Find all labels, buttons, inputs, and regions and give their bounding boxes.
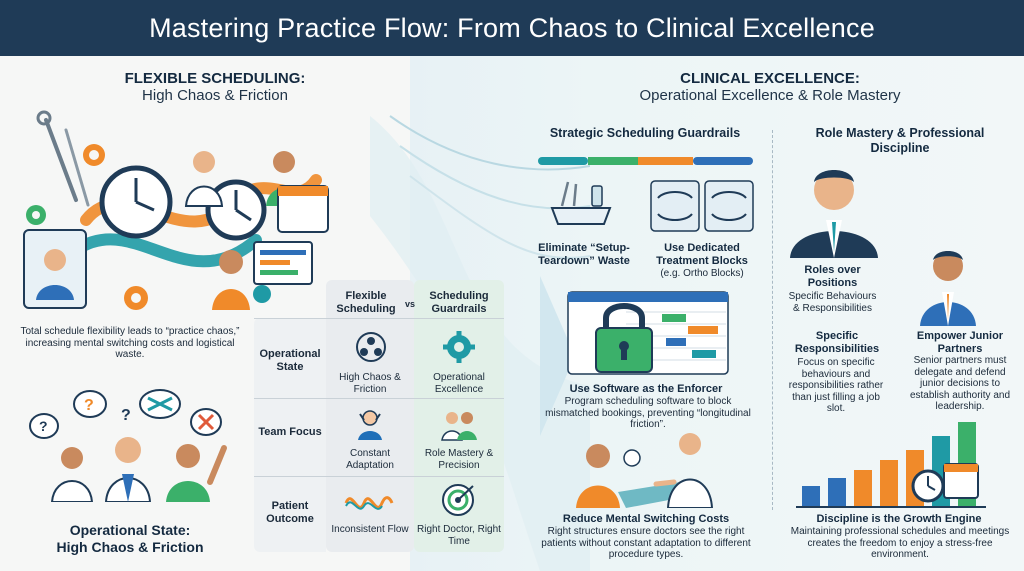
question-bubble-icon: ? [29,413,59,439]
table-cell: High Chaos & Friction [339,372,401,395]
gear-icon [443,331,475,363]
gear-icon [83,144,105,166]
guardrail-item-blocks-sub: (e.g. Ortho Blocks) [660,268,744,279]
table-header-guardrails: Scheduling Guardrails [429,290,489,315]
table-row-label: Team Focus [258,426,322,438]
professional-man-icon [790,170,878,258]
table-cell: Operational Excellence [433,372,485,395]
growth-engine-title: Discipline is the Growth Engine [816,513,982,525]
comparison-table: Flexible Scheduling vs Scheduling Guardr… [254,280,504,552]
growth-engine-desc: Maintaining professional schedules and m… [790,526,1010,560]
table-cell: Constant Adaptation [346,448,394,471]
table-header-vs: vs [404,299,415,309]
guardrail-item-blocks: Use Dedicated Treatment Blocks [656,242,748,267]
specific-resp-desc: Focus on specific behaviours and respons… [788,357,884,414]
target-icon [442,484,474,516]
people-network-icon [356,332,386,362]
roles-title: Role Mastery & Professional Discipline [815,126,985,155]
team-icon [441,412,477,441]
dental-tray-icon [550,181,612,225]
guardrail-item-setup: Eliminate “Setup-Teardown” Waste [538,242,630,267]
software-enforcer-desc: Program scheduling software to block mis… [545,396,751,430]
left-description: Total schedule flexibility leads to “pra… [20,326,240,360]
table-cell: Right Doctor, Right Time [417,524,501,547]
svg-text:?: ? [121,407,131,424]
specific-resp-title: Specific Responsibilities [794,330,880,355]
software-enforcer-title: Use Software as the Enforcer [569,383,723,395]
svg-text:?: ? [84,397,94,414]
left-bottom-title-1: Operational State: [69,522,191,538]
confused-team-illustration: ? ? ? [29,389,227,502]
table-row-label: Operational State [259,348,321,373]
empower-junior-title: Empower Junior Partners [916,330,1004,355]
treatment-blocks-icon [650,180,754,232]
wave-icon [344,496,394,510]
page-title: Mastering Practice Flow: From Chaos to C… [149,12,875,43]
table-cell: Inconsistent Flow [331,524,409,535]
chaos-illustration [23,110,329,310]
stressed-person-icon [358,410,382,440]
table-row-labels [254,318,326,552]
left-title: FLEXIBLE SCHEDULING: [124,70,306,87]
table-row-label: Patient Outcome [266,500,314,525]
guardrails-title: Strategic Scheduling Guardrails [549,126,741,140]
left-bottom-title-2: High Chaos & Friction [56,538,204,555]
cross-bubble-icon [190,408,222,436]
mental-switching-desc: Right structures ensure doctors see the … [541,526,751,560]
roles-over-positions-desc: Specific Behaviours & Responsibilities [788,291,877,314]
scheduling-software-lock-icon [567,291,729,375]
table-header-flexible: Flexible Scheduling [336,290,396,315]
right-title: CLINICAL EXCELLENCE: [680,70,860,87]
growth-bars-illustration [796,422,986,508]
empower-junior-desc: Senior partners must delegate and defend… [909,355,1011,412]
junior-partner-icon [920,251,976,326]
header-bar: Mastering Practice Flow: From Chaos to C… [0,0,1024,56]
table-cell: Role Mastery & Precision [424,448,494,471]
left-subtitle: High Chaos & Friction [142,87,288,104]
svg-text:?: ? [39,418,48,434]
guardrail-timeline-bar [538,157,753,165]
dentist-patient-illustration [576,433,714,508]
roles-over-positions-title: Roles over Positions [804,264,861,289]
section-divider [772,130,773,510]
mental-switching-title: Reduce Mental Switching Costs [562,513,730,525]
shuffle-bubble-icon [139,389,181,419]
right-subtitle: Operational Excellence & Role Mastery [639,87,901,104]
